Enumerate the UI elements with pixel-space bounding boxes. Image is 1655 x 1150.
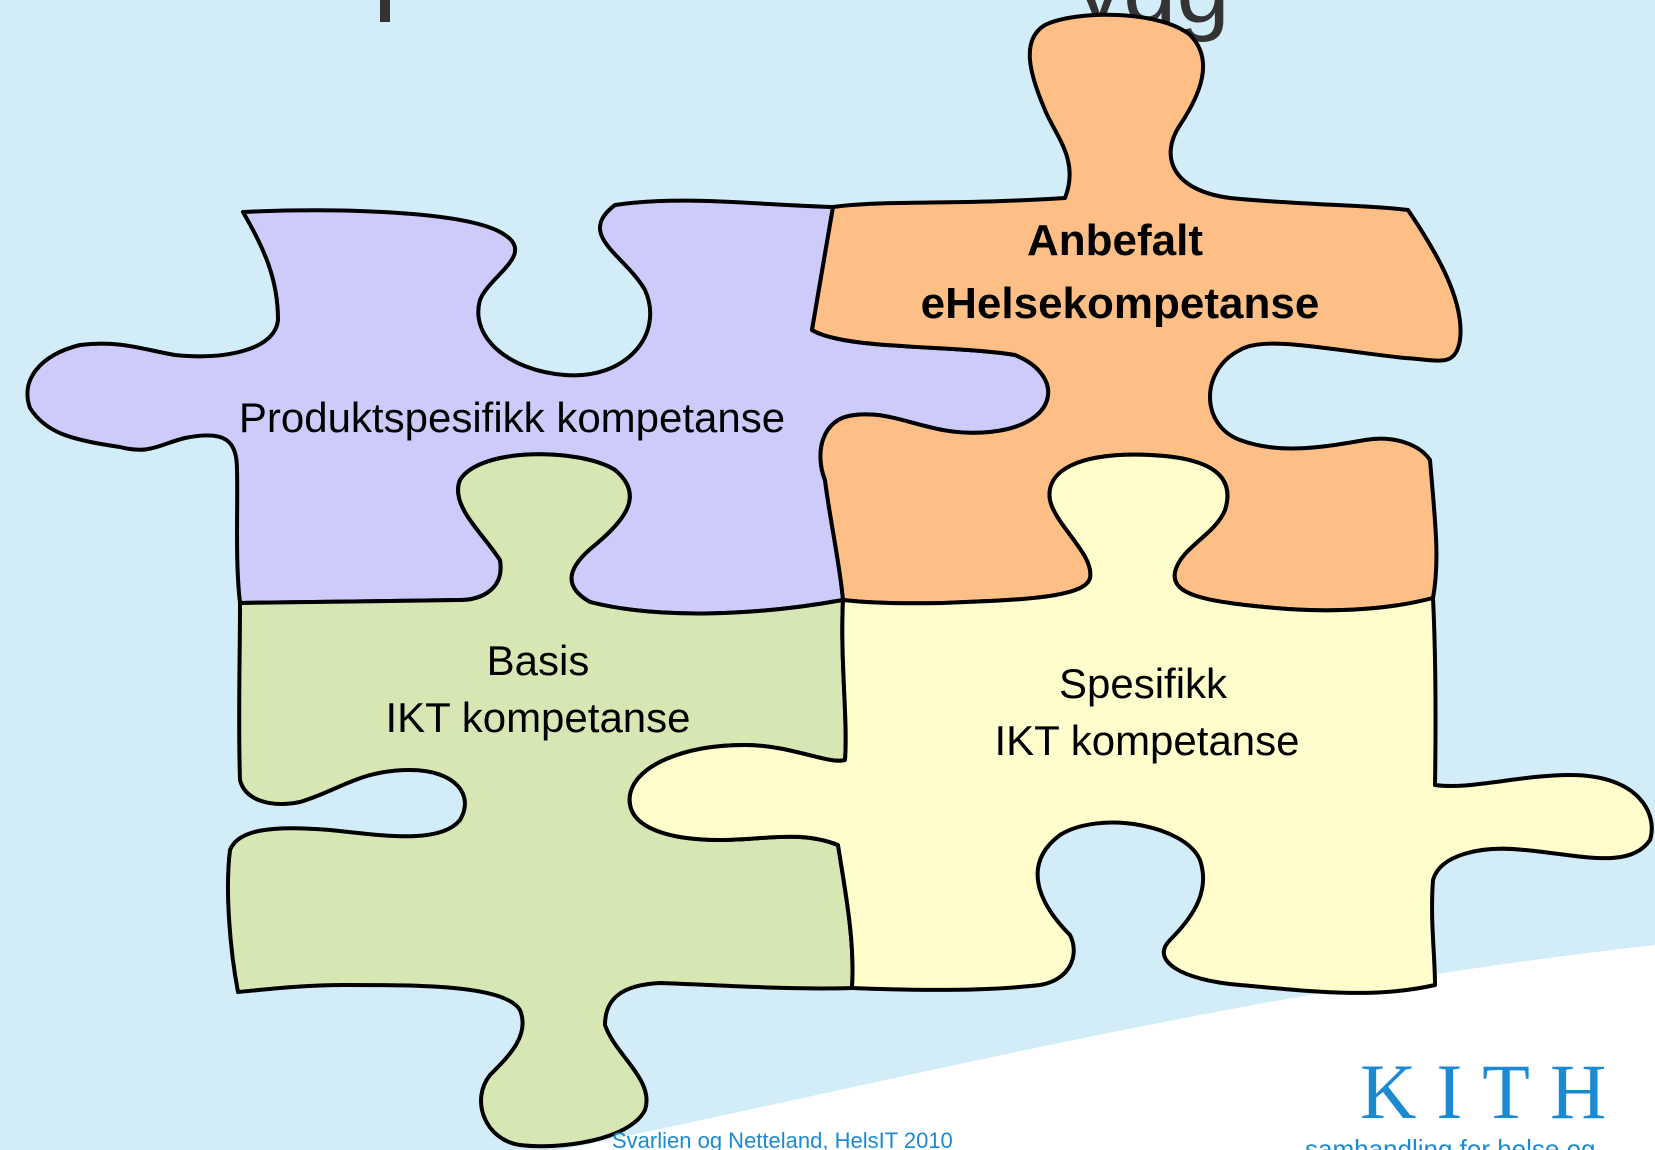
- kith-tagline: samhandling for helse og: [1305, 1134, 1596, 1150]
- label-basis-line2: IKT kompetanse: [385, 694, 690, 741]
- label-basis-line1: Basis: [487, 637, 590, 684]
- footer-credit: Svarlien og Netteland, HelsIT 2010: [612, 1128, 953, 1150]
- label-spesifikk-line1: Spesifikk: [1059, 660, 1228, 707]
- label-spesifikk-line2: IKT kompetanse: [994, 717, 1299, 764]
- label-anbefalt-line1: Anbefalt: [1027, 216, 1203, 265]
- title-mark: [380, 0, 390, 22]
- label-anbefalt-line2: eHelsekompetanse: [921, 279, 1320, 328]
- puzzle-piece-basis[interactable]: [226, 452, 855, 1149]
- label-produktspesifikk: Produktspesifikk kompetanse: [239, 394, 785, 441]
- footer-wave: [560, 945, 1655, 1150]
- puzzle-piece-spesifikk[interactable]: [627, 452, 1654, 995]
- kith-logo: KITH: [1360, 1048, 1626, 1135]
- puzzle-piece-anbefalt[interactable]: [810, 12, 1463, 613]
